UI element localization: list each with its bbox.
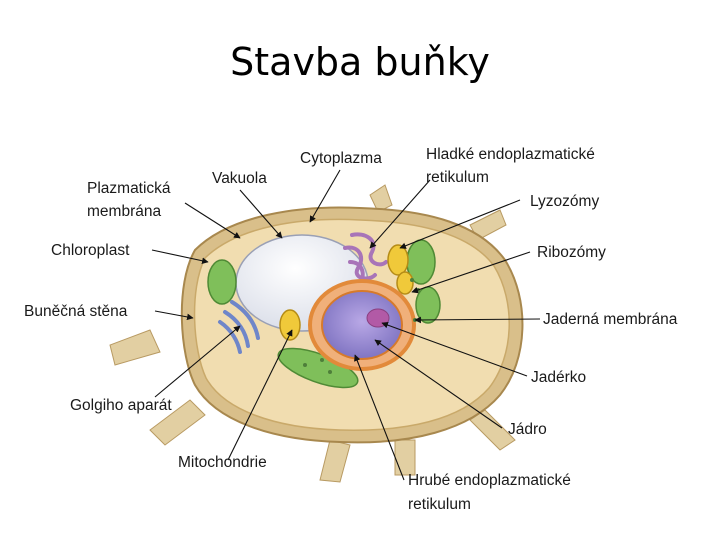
label-jaderko: Jadérko — [531, 369, 586, 386]
label-jaderna-membrana: Jaderná membrána — [543, 311, 678, 328]
label-lyzozomy: Lyzozómy — [530, 193, 599, 210]
label-hladke-er-1: Hladké endoplazmatické — [426, 146, 595, 163]
label-hrube-er-2: retikulum — [408, 496, 471, 513]
label-plazmaticka-2: membrána — [87, 203, 161, 220]
label-golgiho: Golgiho aparát — [70, 397, 172, 414]
label-ribozomy: Ribozómy — [537, 244, 606, 261]
label-chloroplast: Chloroplast — [51, 242, 130, 259]
label-cytoplazma: Cytoplazma — [300, 150, 382, 167]
label-hladke-er-2: retikulum — [426, 169, 489, 186]
label-jadro: Jádro — [508, 421, 547, 438]
label-bunecna-stena: Buněčná stěna — [24, 303, 128, 320]
label-hrube-er-1: Hrubé endoplazmatické — [408, 472, 571, 489]
label-vakuola: Vakuola — [212, 170, 267, 187]
label-plazmaticka-1: Plazmatická — [87, 180, 171, 197]
label-mitochondrie: Mitochondrie — [178, 454, 267, 471]
